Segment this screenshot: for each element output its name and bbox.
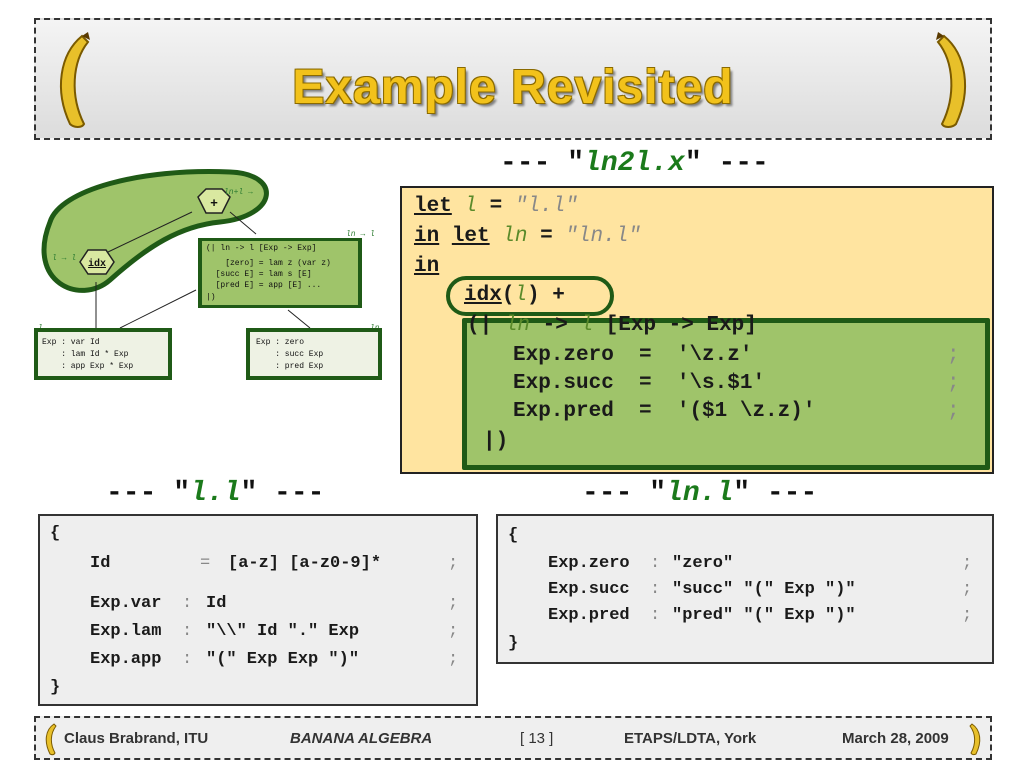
ln2l-label: --- "ln2l.x" --- bbox=[500, 148, 769, 179]
ln-code-box: { Exp.zero : "zero" ; Exp.succ : "succ" … bbox=[496, 514, 994, 664]
semicolon: ; bbox=[448, 650, 459, 669]
code-line-1: let l = "l.l" bbox=[414, 195, 578, 218]
slide-header: Example Revisited bbox=[34, 18, 992, 140]
rule-id-lhs: Id bbox=[90, 554, 111, 573]
semicolon: ; bbox=[947, 344, 960, 367]
rule-id-eq: = bbox=[200, 554, 211, 573]
rule-lam-lhs: Exp.lam bbox=[90, 622, 162, 641]
semicolon: ; bbox=[962, 580, 973, 599]
banana-icon bbox=[59, 32, 90, 128]
slide-footer: Claus Brabrand, ITU BANANA ALGEBRA [ 13 … bbox=[34, 716, 992, 760]
gbox-inner bbox=[202, 241, 358, 305]
rule-id-rhs: [a-z] [a-z0-9]* bbox=[228, 554, 382, 573]
footer-author: Claus Brabrand, ITU bbox=[64, 730, 209, 747]
transformation-diagram: + idx ln+l → l → l ln → l l ln (| ln -> … bbox=[34, 169, 382, 380]
rule-succ-lhs: Exp.succ bbox=[548, 580, 630, 599]
exp-right-inner bbox=[250, 332, 378, 376]
gbox-line: [zero] = lam z (var z) bbox=[206, 259, 331, 268]
exp-right-line: Exp : zero bbox=[256, 338, 304, 347]
rule-var-lhs: Exp.var bbox=[90, 594, 162, 613]
rule-zero: Exp.zero = '\z.z' bbox=[513, 344, 753, 367]
exp-left-inner bbox=[38, 332, 168, 376]
exp-left-line: : lam Id * Exp bbox=[42, 350, 129, 359]
banana-icon bbox=[969, 723, 981, 756]
semicolon: ; bbox=[962, 554, 973, 573]
semicolon: ; bbox=[448, 622, 459, 641]
rule-app-lhs: Exp.app bbox=[90, 650, 162, 669]
ann-right: ln → l bbox=[346, 230, 375, 239]
exp-right-line: : pred Exp bbox=[256, 362, 323, 371]
idx-node bbox=[79, 249, 115, 275]
code-close: |) bbox=[483, 430, 509, 453]
code-line-4: idx(l) + bbox=[464, 284, 565, 307]
footer-venue: ETAPS/LDTA, York bbox=[624, 730, 757, 747]
l-filename: l.l bbox=[190, 478, 241, 509]
idx-highlight-ring bbox=[446, 276, 614, 316]
rule-pred-rhs: "pred" "(" Exp ")" bbox=[672, 606, 856, 625]
ann-left: l → l bbox=[52, 254, 76, 263]
rule-sep: : bbox=[182, 650, 193, 669]
exp-right-line: : succ Exp bbox=[256, 350, 323, 359]
ln2l-filename: ln2l.x bbox=[584, 148, 685, 179]
rule-succ: Exp.succ = '\s.$1' bbox=[513, 372, 766, 395]
brace-close: } bbox=[508, 634, 519, 653]
footer-topic: BANANA ALGEBRA bbox=[290, 730, 433, 747]
plus-node bbox=[197, 188, 231, 214]
rule-app-rhs: "(" Exp Exp ")" bbox=[206, 650, 360, 669]
arrow-gbox-plus bbox=[229, 211, 257, 235]
ln-label: --- "ln.l" --- bbox=[582, 478, 818, 509]
rule-succ-rhs: "succ" "(" Exp ")" bbox=[672, 580, 856, 599]
brace-open: { bbox=[50, 524, 61, 543]
brace-open: { bbox=[508, 526, 519, 545]
banana-icon bbox=[936, 32, 967, 128]
footer-page-number: [ 13 ] bbox=[520, 730, 554, 747]
slide-title: Example Revisited bbox=[292, 61, 734, 114]
semicolon: ; bbox=[448, 594, 459, 613]
rule-zero-rhs: "zero" bbox=[672, 554, 734, 573]
plus-label: + bbox=[210, 195, 218, 210]
arrow-expl-gbox bbox=[119, 289, 197, 329]
ln2l-code-box: let l = "l.l" in let ln = "ln.l" in idx(… bbox=[400, 186, 994, 474]
rule-sep: : bbox=[650, 580, 661, 599]
exp-left-line: Exp : var Id bbox=[42, 338, 100, 347]
footer-date: March 28, 2009 bbox=[842, 730, 949, 747]
banana-icon bbox=[45, 723, 57, 756]
gbox-line: |) bbox=[206, 293, 216, 302]
rule-sep: : bbox=[182, 594, 193, 613]
arrow-idx-plus bbox=[107, 211, 193, 253]
semicolon: ; bbox=[962, 606, 973, 625]
rule-sep: : bbox=[650, 554, 661, 573]
semicolon: ; bbox=[947, 372, 960, 395]
gbox-line: [succ E] = lam s [E] bbox=[206, 270, 312, 279]
l-label: --- "l.l" --- bbox=[106, 478, 325, 509]
semicolon: ; bbox=[448, 554, 459, 573]
gbox-line: [pred E] = app [E] ... bbox=[206, 281, 321, 290]
code-line-5: (| ln -> l [Exp -> Exp] bbox=[467, 314, 757, 337]
code-line-3: in bbox=[414, 255, 440, 278]
rule-var-rhs: Id bbox=[206, 594, 227, 613]
rule-zero-lhs: Exp.zero bbox=[548, 554, 630, 573]
exp-left-line: : app Exp * Exp bbox=[42, 362, 133, 371]
transformation-highlight-box: (| ln -> l [Exp -> Exp] Exp.zero = '\z.z… bbox=[462, 314, 990, 470]
code-line-2: in let ln = "ln.l" bbox=[414, 225, 641, 248]
l-code-box: { Id = [a-z] [a-z0-9]* ; Exp.var : Id ; … bbox=[38, 514, 478, 706]
idx-label: idx bbox=[88, 258, 106, 270]
arrow-expr-gbox bbox=[287, 309, 311, 329]
ln-filename: ln.l bbox=[666, 478, 734, 509]
rule-lam-rhs: "\\" Id "." Exp bbox=[206, 622, 360, 641]
ann-top: ln+l → bbox=[224, 188, 253, 197]
gbox-line: (| ln -> l [Exp -> Exp] bbox=[206, 244, 316, 253]
brace-close: } bbox=[50, 678, 61, 697]
rule-sep: : bbox=[650, 606, 661, 625]
rule-pred: Exp.pred = '($1 \z.z)' bbox=[513, 400, 816, 423]
rule-pred-lhs: Exp.pred bbox=[548, 606, 630, 625]
rule-sep: : bbox=[182, 622, 193, 641]
semicolon: ; bbox=[947, 400, 960, 423]
